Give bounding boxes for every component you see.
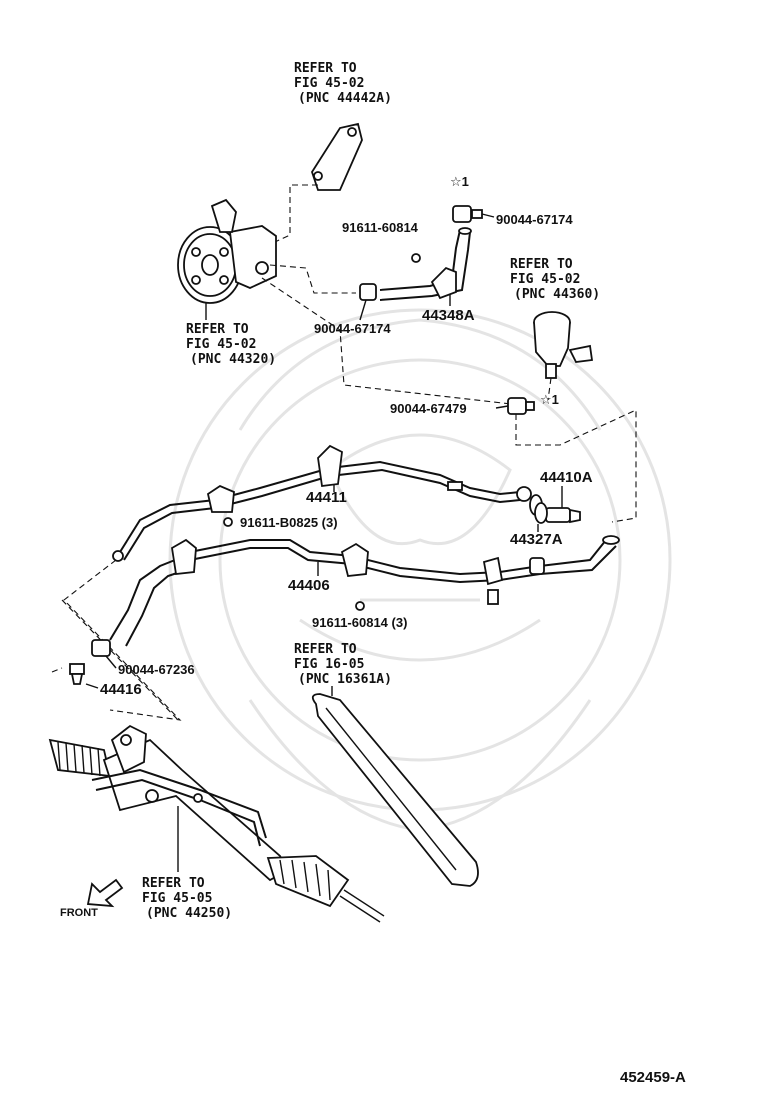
suction-pipe-44348a: [359, 205, 483, 301]
bracket-top: [311, 122, 363, 191]
part-90044-67479: 90044-67479: [390, 401, 467, 416]
part-91611-60814-3: 91611-60814 (3): [312, 615, 407, 630]
part-44416: 44416: [100, 681, 142, 698]
steering-rack: [48, 724, 385, 923]
ref-rack-line1: REFER TO: [142, 876, 205, 891]
part-44348a: 44348A: [422, 307, 475, 324]
ref-rack: REFER TO FIG 45-05 (PNC 44250): [142, 876, 232, 921]
ref-reservoir: REFER TO FIG 45-02 (PNC 44360): [510, 257, 600, 302]
ref-pump-line2: FIG 45-02: [186, 337, 256, 352]
leader-44416-dash: [51, 667, 63, 673]
leader-67236: [105, 655, 117, 669]
leader-reservoir-return: [515, 409, 637, 523]
part-44410a: 44410A: [540, 469, 593, 486]
return-hose-44406: [91, 535, 620, 657]
ref-pump: REFER TO FIG 45-02 (PNC 44320): [186, 322, 276, 367]
ref-reservoir-line3: (PNC 44360): [514, 287, 600, 302]
part-90044-67174-left: 90044-67174: [314, 321, 391, 336]
ref-top-line1: REFER TO: [294, 61, 357, 76]
ref-top: REFER TO FIG 45-02 (PNC 44442A): [294, 61, 392, 106]
ref-belt: REFER TO FIG 16-05 (PNC 16361A): [294, 642, 392, 687]
leader-44416: [85, 683, 99, 689]
leader-clamp-left: [359, 299, 367, 321]
front-arrow-icon: [86, 878, 124, 908]
leader-67479: [495, 405, 509, 409]
ref-pump-line3: (PNC 44320): [190, 352, 276, 367]
part-44411: 44411: [306, 489, 347, 506]
part-44406: 44406: [288, 577, 330, 594]
leader-pump-hose: [269, 264, 356, 294]
ref-reservoir-line2: FIG 45-02: [510, 272, 580, 287]
part-91611-b0825: 91611-B0825 (3): [240, 515, 338, 530]
pressure-hose-44411: [112, 444, 532, 562]
part-91611-60814-top: 91611-60814: [342, 220, 419, 235]
part-90044-67236: 90044-67236: [118, 662, 195, 677]
ref-rack-line3: (PNC 44250): [146, 906, 232, 921]
ref-top-line3: (PNC 44442A): [298, 91, 392, 106]
ref-belt-line3: (PNC 16361A): [298, 672, 392, 687]
part-44327a: 44327A: [510, 531, 563, 548]
front-label: FRONT: [60, 907, 98, 919]
part-90044-67174-right: 90044-67174: [496, 212, 573, 227]
leader-reservoir-star: [547, 377, 552, 401]
ref-belt-line1: REFER TO: [294, 642, 357, 657]
ref-reservoir-line1: REFER TO: [510, 257, 573, 272]
leader-pump-clamp: [261, 277, 521, 406]
reservoir: [533, 311, 594, 379]
power-steering-pump: [177, 198, 277, 304]
bolt-44416: [69, 663, 85, 685]
leader-hose-rack-2: [61, 599, 181, 723]
star-label-top: ☆1: [450, 174, 469, 189]
leader-hose-rack: [63, 559, 182, 721]
figure-id: 452459-A: [620, 1069, 686, 1086]
clamp-90044-67479: [507, 397, 535, 415]
v-ribbed-belt: [311, 693, 479, 887]
union-bolt-44410a: [545, 507, 581, 524]
star-label-mid: ☆1: [540, 392, 559, 407]
gasket-44327a: [529, 494, 548, 524]
ref-belt-line2: FIG 16-05: [294, 657, 364, 672]
ref-rack-line2: FIG 45-05: [142, 891, 212, 906]
leader-clamp-right: [481, 213, 495, 218]
ref-top-line2: FIG 45-02: [294, 76, 364, 91]
ref-pump-line1: REFER TO: [186, 322, 249, 337]
